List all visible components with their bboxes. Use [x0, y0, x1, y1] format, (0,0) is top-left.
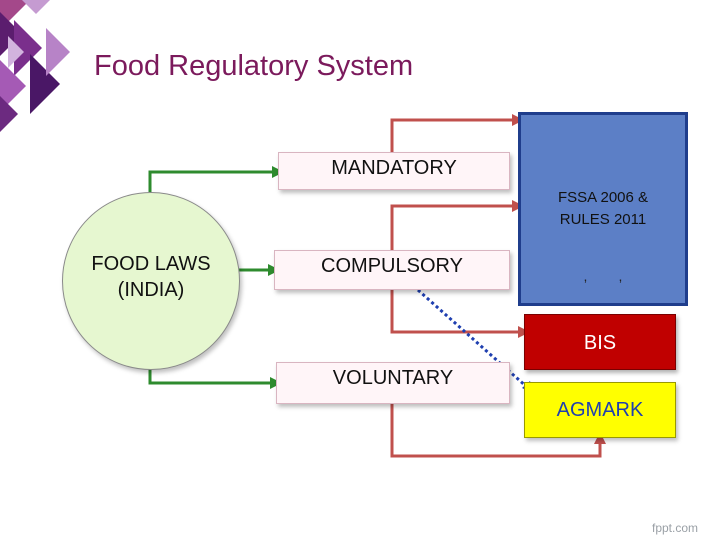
red-connector-compulsory-bis	[390, 290, 524, 334]
decorative-lattice	[0, 0, 70, 132]
bis-box: BIS	[524, 314, 676, 370]
footer-watermark: fppt.com	[652, 521, 699, 535]
red-connector-compulsory-fssa	[390, 204, 518, 250]
fssa-line1: FSSA 2006 &	[557, 189, 649, 206]
food-laws-line1: FOOD LAWS	[91, 253, 211, 275]
fssa-line2: RULES 2011	[559, 210, 647, 228]
food-laws-label: FOOD LAWS (INDIA)	[76, 251, 226, 303]
compulsory-box: COMPULSORY	[274, 250, 510, 290]
red-connector-mandatory-fssa	[390, 118, 518, 152]
page-title: Food Regulatory System	[94, 50, 414, 82]
food-laws-line2: (INDIA)	[117, 279, 185, 301]
food-laws-circle: FOOD LAWS (INDIA)	[62, 192, 240, 370]
agmark-box: AGMARK	[524, 382, 676, 438]
fssa-label: FSSA 2006 & RULES 2011	[558, 187, 648, 231]
mandatory-box: MANDATORY	[278, 152, 510, 190]
voluntary-box: VOLUNTARY	[276, 362, 510, 404]
fssa-box: FSSA 2006 & RULES 2011	[518, 112, 688, 306]
red-connector-voluntary-agmark	[390, 404, 602, 458]
green-connector-mandatory	[148, 170, 278, 192]
fssa-tick-marks: , ,	[583, 268, 623, 284]
green-connector-voluntary	[148, 368, 276, 385]
